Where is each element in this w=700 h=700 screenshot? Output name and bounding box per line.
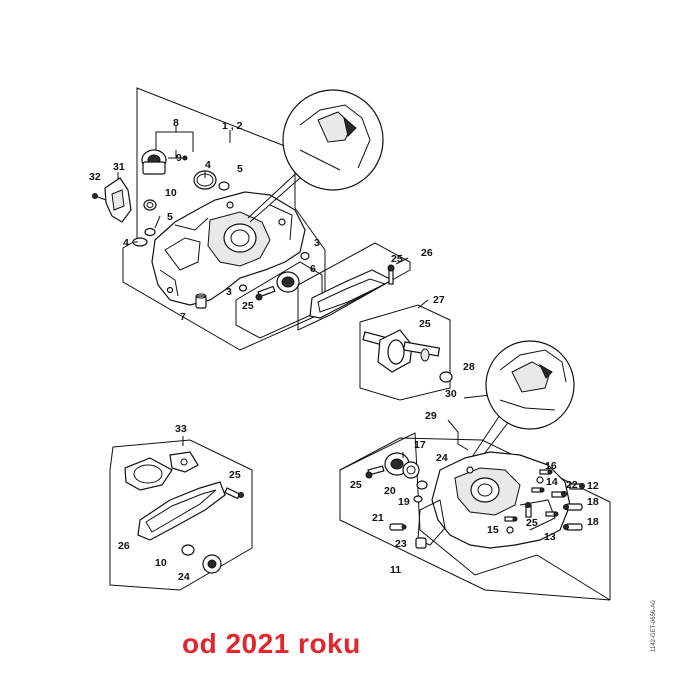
part-25-screw-b: [387, 264, 395, 285]
drawing-code: 1142-GET-0656-A0: [651, 600, 657, 652]
part-8-valve: [141, 149, 188, 175]
part-26-gasket-b: [137, 481, 226, 541]
callout-23: 23: [395, 538, 407, 550]
callout-12: 12: [587, 480, 599, 492]
part-22-screw: [551, 491, 567, 498]
year-caption: od 2021 roku: [182, 628, 361, 659]
callout-25-e: 25: [350, 479, 362, 491]
callout-28: 28: [463, 361, 475, 373]
part-15-screw: [504, 516, 518, 522]
callout-25-b: 25: [391, 253, 403, 265]
callout-7: 7: [180, 311, 186, 323]
callout-4-a: 4: [205, 159, 211, 171]
part-10-washer-b: [181, 544, 195, 556]
part-29-tube: [447, 419, 469, 451]
part-27-crankshaft: [362, 329, 441, 373]
callout-6: 6: [310, 263, 316, 275]
part-25-screw-e: [365, 465, 385, 479]
callout-24-b: 24: [436, 452, 448, 464]
callout-10-b: 10: [155, 557, 167, 569]
callout-19: 19: [398, 496, 410, 508]
part-24-ring-a: [202, 554, 222, 574]
callout-31: 31: [113, 161, 125, 173]
part-4-oring-b: [132, 237, 148, 247]
callout-13: 13: [544, 531, 556, 543]
callout-4-b: 4: [123, 237, 129, 249]
callout-18-b: 18: [587, 516, 599, 528]
callout-21: 21: [372, 512, 384, 524]
part-18-bolt-a: [563, 503, 583, 511]
part-13-screw: [545, 511, 559, 517]
callout-1-2: 1 , 2: [222, 120, 243, 132]
part-28-circlip: [439, 371, 453, 383]
part-7-sleeve: [195, 293, 207, 309]
part-20-washer: [416, 480, 428, 490]
group-frame-crankshaft: [359, 304, 451, 401]
callout-18-a: 18: [587, 496, 599, 508]
part-19-washer: [413, 495, 423, 503]
part-6-seal: [276, 271, 300, 293]
callout-26-a: 26: [421, 247, 433, 259]
part-gasket-small: [169, 451, 199, 473]
part-21-nipple: [389, 523, 407, 531]
callout-25-a: 25: [242, 300, 254, 312]
callout-5-a: 5: [237, 163, 243, 175]
part-16-screw: [539, 469, 553, 475]
callout-25-d: 25: [229, 469, 241, 481]
callout-8: 8: [173, 117, 179, 129]
callout-5-b: 5: [167, 211, 173, 223]
part-18-bolt-b: [563, 523, 583, 531]
callout-11: 11: [390, 564, 401, 576]
callout-20: 20: [384, 485, 396, 497]
callout-33: 33: [175, 423, 187, 435]
part-3-pin-a: [300, 251, 310, 261]
callout-22: 22: [566, 479, 578, 491]
callout-15: 15: [487, 524, 499, 536]
callout-24-a: 24: [178, 571, 190, 583]
part-25-screw-d: [224, 487, 244, 500]
callout-27: 27: [433, 294, 445, 306]
part-25-screw-a: [255, 285, 276, 301]
callout-3-a: 3: [314, 237, 320, 249]
part-14-screw: [531, 487, 545, 493]
part-11-crankcase: [417, 451, 571, 549]
part-25-screw-f: [525, 502, 532, 518]
callout-14: 14: [546, 476, 558, 488]
part-26-gasket: [309, 269, 394, 319]
callout-29: 29: [425, 410, 437, 422]
callout-32: 32: [89, 171, 101, 183]
callout-25-f: 25: [526, 517, 538, 529]
part-12-screw: [569, 483, 585, 490]
group-frame-gasket: [297, 242, 411, 331]
detail-inset-bottom: [469, 340, 575, 471]
callout-3-b: 3: [226, 286, 232, 298]
callout-16: 16: [545, 460, 557, 472]
callout-9: 9: [176, 152, 182, 164]
group-frame-crankcase-top: [122, 87, 326, 351]
part-10-washer: [143, 199, 157, 211]
callout-25-c: 25: [419, 318, 431, 330]
callout-10-a: 10: [165, 187, 177, 199]
part-24-ring-b: [402, 461, 420, 479]
detail-inset-top: [247, 89, 384, 223]
part-1-2-crankcase: [151, 191, 306, 306]
callout-17: 17: [414, 439, 426, 451]
part-3-pin-b: [238, 284, 248, 292]
part-5-washer-a: [218, 181, 230, 191]
part-23-sleeve: [415, 537, 427, 549]
part-gasket-cylinder: [124, 457, 173, 491]
part-5-washer-b: [144, 227, 156, 237]
callout-26-b: 26: [118, 540, 130, 552]
part-31-cover: [92, 177, 132, 223]
callout-30: 30: [445, 388, 457, 400]
